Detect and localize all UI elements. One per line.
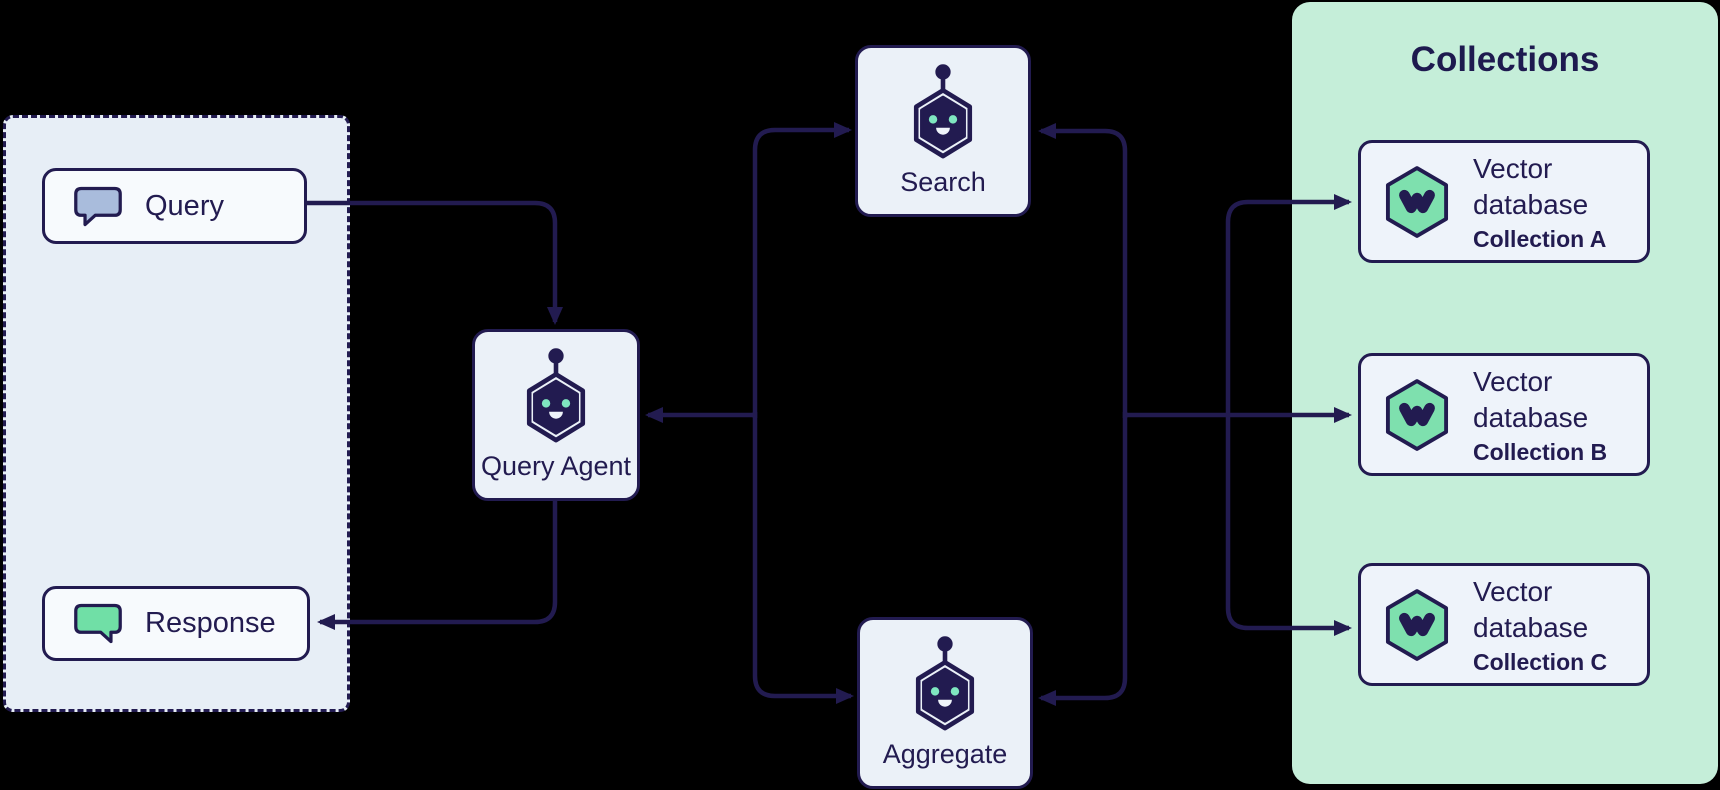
- response-node: Response: [42, 586, 310, 661]
- robot-icon: [526, 348, 586, 443]
- arrow-query-agent-to-response: [317, 501, 558, 630]
- robot-icon: [913, 64, 973, 159]
- collection-a-subtitle: Collection A: [1473, 225, 1607, 252]
- query-label: Query: [145, 189, 224, 222]
- response-speech-bubble-icon: [74, 603, 122, 644]
- arrow-bus-to-aggregate-left: [752, 412, 854, 704]
- search-agent-node: Search: [855, 45, 1031, 217]
- response-label: Response: [145, 607, 276, 639]
- vector-database-name: Vector database: [1473, 575, 1589, 643]
- vector-database-name: Vector database: [1473, 365, 1589, 433]
- collection-c-subtitle: Collection C: [1473, 648, 1608, 675]
- query-agent-label: Query Agent: [480, 451, 632, 481]
- query-agent-node: Query Agent: [472, 329, 640, 501]
- query-speech-bubble-icon: [74, 186, 122, 226]
- weaviate-hexagon-icon: [1385, 588, 1449, 661]
- vector-database-collection-b: Vector database Collection B: [1358, 353, 1650, 476]
- arrow-bus-to-search-right: [1038, 123, 1128, 418]
- collection-b-subtitle: Collection B: [1473, 438, 1608, 465]
- aggregate-agent-node: Aggregate: [857, 617, 1033, 789]
- vector-database-collection-c: Vector database Collection C: [1358, 563, 1650, 686]
- weaviate-hexagon-icon: [1385, 165, 1449, 238]
- weaviate-hexagon-icon: [1385, 378, 1449, 451]
- query-node: Query: [42, 168, 307, 244]
- search-label: Search: [900, 167, 986, 197]
- arrow-bus-to-aggregate-right: [1038, 412, 1128, 706]
- vector-database-name: Vector database: [1473, 152, 1589, 220]
- vector-database-collection-a: Vector database Collection A: [1358, 140, 1650, 263]
- robot-icon: [915, 636, 975, 731]
- aggregate-label: Aggregate: [882, 739, 1008, 769]
- arrow-bus-to-search-left: [752, 122, 852, 418]
- collections-title: Collections: [1410, 40, 1600, 79]
